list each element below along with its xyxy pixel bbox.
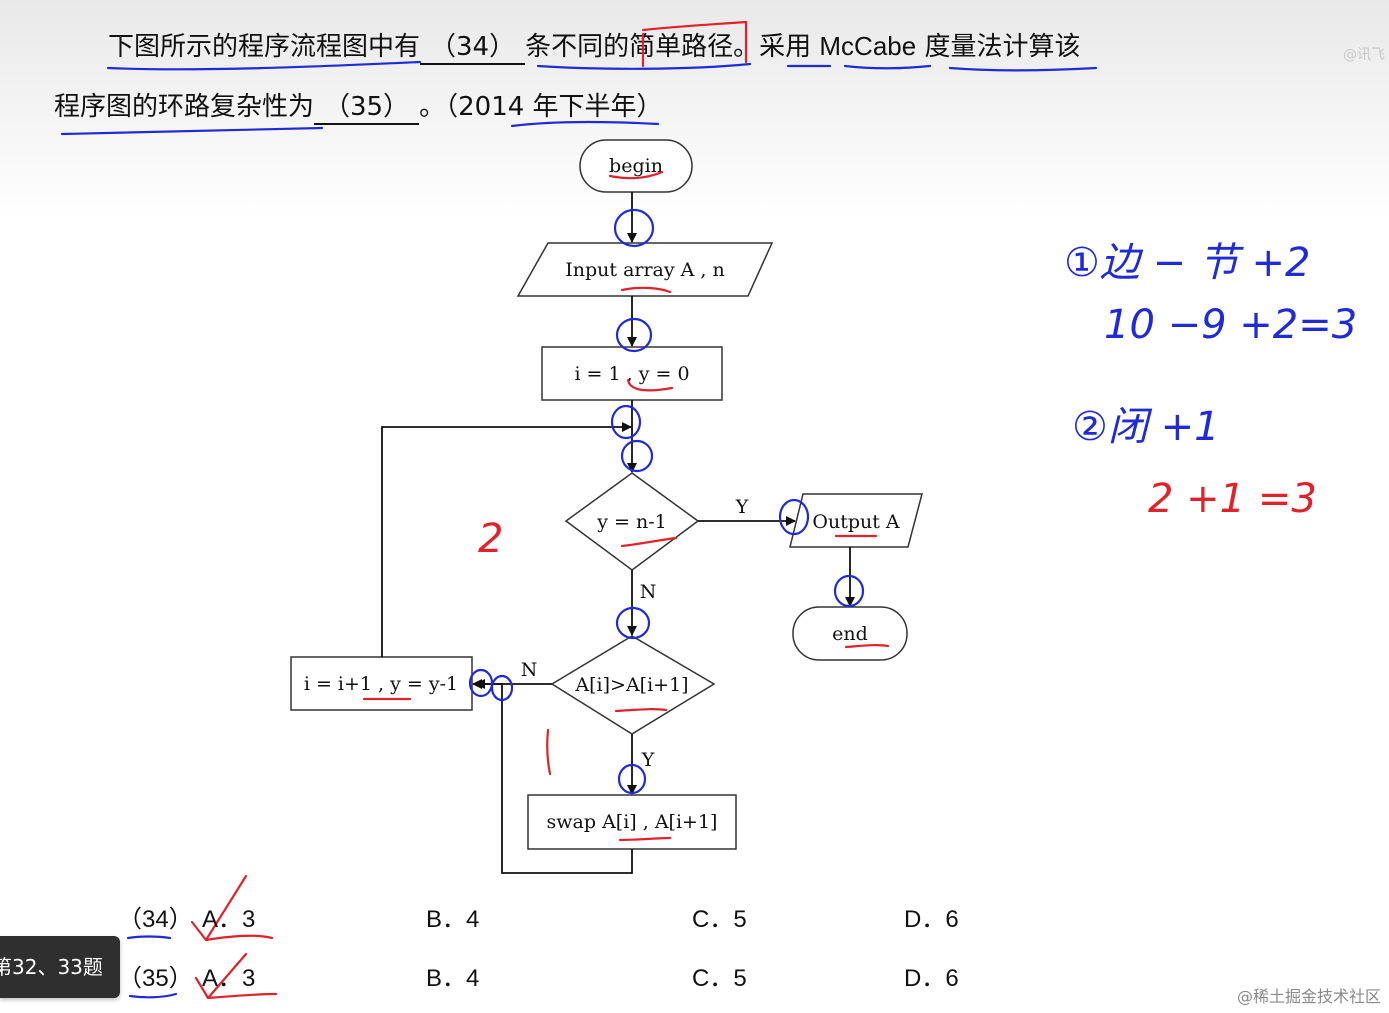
blank-34: （34） <box>420 26 526 65</box>
output-label: Output A <box>812 511 900 533</box>
option-34-a[interactable]: A．3 <box>202 906 256 933</box>
init-box <box>541 346 723 401</box>
region-number-2: 2 <box>478 516 503 562</box>
end-label: end <box>832 623 868 645</box>
red-under-dec1 <box>620 536 678 548</box>
question-text-1a: 下图所示的程序流程图中有 <box>108 32 421 62</box>
underline-q1b <box>536 62 752 70</box>
begin-terminal <box>579 139 693 193</box>
question-text-2b: 。（2014 年下半年） <box>419 92 663 122</box>
option-35-b[interactable]: B．4 <box>426 965 480 992</box>
note-2-line-1: ②闭 +1 <box>1072 404 1220 450</box>
input-parallelogram <box>516 242 774 297</box>
begin-label: begin <box>609 155 663 177</box>
watermark: @稀土掘金技术社区 <box>1236 987 1381 1006</box>
node-circle-2 <box>615 317 653 353</box>
edge-loop-back <box>381 422 632 657</box>
option-35-c[interactable]: C．5 <box>692 965 747 992</box>
red-under-input <box>620 286 672 294</box>
node-circle-8 <box>468 668 494 698</box>
red-under-swap <box>618 836 672 842</box>
option-34-d[interactable]: D．6 <box>904 906 959 933</box>
blue-underlines <box>60 60 1098 136</box>
decision1-label: y = n-1 <box>596 511 666 533</box>
question-text-2a: 程序图的环路复杂性为 <box>54 92 315 122</box>
update-box <box>290 656 473 711</box>
init-label: i = 1 , y = 0 <box>574 363 689 385</box>
decision2-no-label: N <box>521 659 538 681</box>
question-line-2: 程序图的环路复杂性为（35）。（2014 年下半年） <box>54 86 663 125</box>
underline-q2b <box>510 120 660 128</box>
red-under-init <box>626 378 674 392</box>
option-number-35: （35） <box>118 965 193 992</box>
underline-q2a <box>60 126 324 136</box>
question-text-1c: 度量法计算该 <box>924 32 1081 62</box>
blank-35: （35） <box>314 86 420 125</box>
options-row-35: （35） A．3 B．4 C．5 D．6 <box>0 958 1389 998</box>
check-34 <box>190 874 274 942</box>
node-circle-9 <box>490 674 514 702</box>
options-row-34: （34） A．3 B．4 C．5 D．6 <box>0 899 1389 939</box>
node-circle-7 <box>615 606 651 640</box>
red-mark-stroke <box>546 728 552 776</box>
mccabe-term: McCabe <box>819 31 917 61</box>
node-circle-4 <box>620 439 654 473</box>
decision2-label: A[i]>A[i+1] <box>574 674 688 696</box>
answer-checkmarks <box>190 874 278 1000</box>
decision1-yes-label: Y <box>735 496 749 518</box>
node-circles <box>468 208 865 795</box>
underline-opt34 <box>126 935 172 940</box>
red-underlines <box>362 170 890 842</box>
option-35-d[interactable]: D．6 <box>904 965 959 992</box>
node-circle-10 <box>617 763 647 795</box>
red-under-dec2 <box>614 708 668 713</box>
option-number-underlines <box>126 935 178 999</box>
check-35 <box>194 952 278 1000</box>
swap-label: swap A[i] , A[i+1] <box>547 811 718 833</box>
watermark-top: @讯飞 <box>1343 47 1385 63</box>
input-label: Input array A , n <box>565 259 725 281</box>
question-line-1: 下图所示的程序流程图中有（34）条不同的简单路径。采用 McCabe 度量法计算… <box>108 26 1081 65</box>
node-circle-5 <box>778 498 810 536</box>
underline-q1d <box>843 64 932 70</box>
option-35-a[interactable]: A．3 <box>202 965 256 992</box>
underline-q1e <box>948 66 1098 72</box>
red-under-end <box>844 644 890 649</box>
option-number-34: （34） <box>118 906 193 933</box>
update-label: i = i+1 , y = y-1 <box>304 673 458 695</box>
red-under-begin <box>608 170 664 180</box>
note-1-line-1: ①边 − 节 +2 <box>1064 240 1310 286</box>
red-box-simple-path <box>641 20 748 68</box>
decision1-no-label: N <box>640 581 657 603</box>
node-circle-3 <box>610 404 642 440</box>
node-circle-6 <box>833 574 865 608</box>
output-parallelogram <box>789 493 923 548</box>
video-chapter-chip[interactable]: 第32、33题 <box>0 936 120 998</box>
decision2-yes-label: Y <box>641 749 655 771</box>
option-34-b[interactable]: B．4 <box>426 906 480 933</box>
underline-q1a <box>106 60 422 71</box>
underline-opt35 <box>128 992 178 999</box>
node-circle-1 <box>613 208 655 248</box>
note-2-line-2: 2 +1 =3 <box>1148 476 1317 522</box>
option-34-c[interactable]: C．5 <box>692 906 747 933</box>
question-text-1b: 条不同的简单路径。采用 <box>525 32 812 62</box>
note-1-line-2: 10 −9 +2=3 <box>1104 302 1357 348</box>
